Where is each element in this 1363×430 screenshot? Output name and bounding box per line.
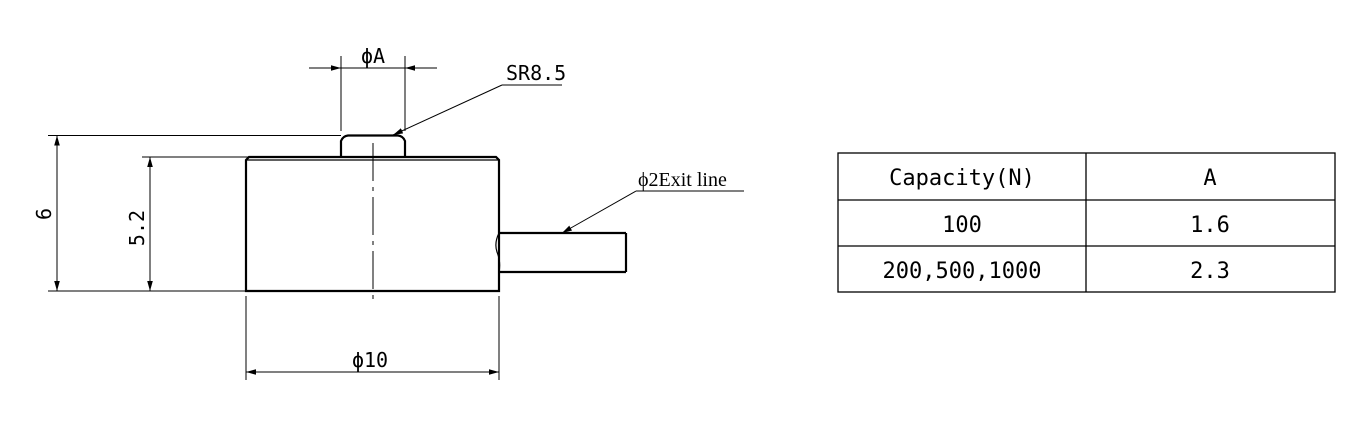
exit-cable	[495, 231, 628, 274]
button-diameter-label: ϕA	[361, 44, 385, 68]
body-diameter-label: ϕ10	[352, 348, 388, 372]
body-height-label: 5.2	[125, 210, 149, 246]
table-cell-capacity-row1: 100	[942, 213, 982, 238]
table-cell-a-row1: 1.6	[1190, 213, 1230, 238]
leader-sphere-radius: SR8.5	[392, 61, 566, 136]
table-header-capacity: Capacity(N)	[889, 166, 1035, 191]
leader-exit-line: ϕ2Exit line	[561, 169, 744, 234]
dimension-body-diameter: ϕ10	[245, 296, 500, 380]
table-cell-capacity-row2: 200,500,1000	[883, 259, 1042, 284]
dimension-body-height: 5.2	[125, 156, 249, 291]
exit-line-label: ϕ2Exit line	[638, 169, 727, 191]
dimension-total-height: 6	[32, 135, 341, 292]
loading-button	[339, 134, 407, 157]
table-header-a: A	[1203, 166, 1216, 191]
capacity-table: Capacity(N) A 100 1.6 200,500,1000 2.3	[837, 152, 1336, 293]
total-height-label: 6	[32, 208, 56, 220]
sphere-radius-label: SR8.5	[506, 61, 566, 85]
table-cell-a-row2: 2.3	[1190, 259, 1230, 284]
dimension-button-diameter: ϕA	[309, 44, 437, 131]
